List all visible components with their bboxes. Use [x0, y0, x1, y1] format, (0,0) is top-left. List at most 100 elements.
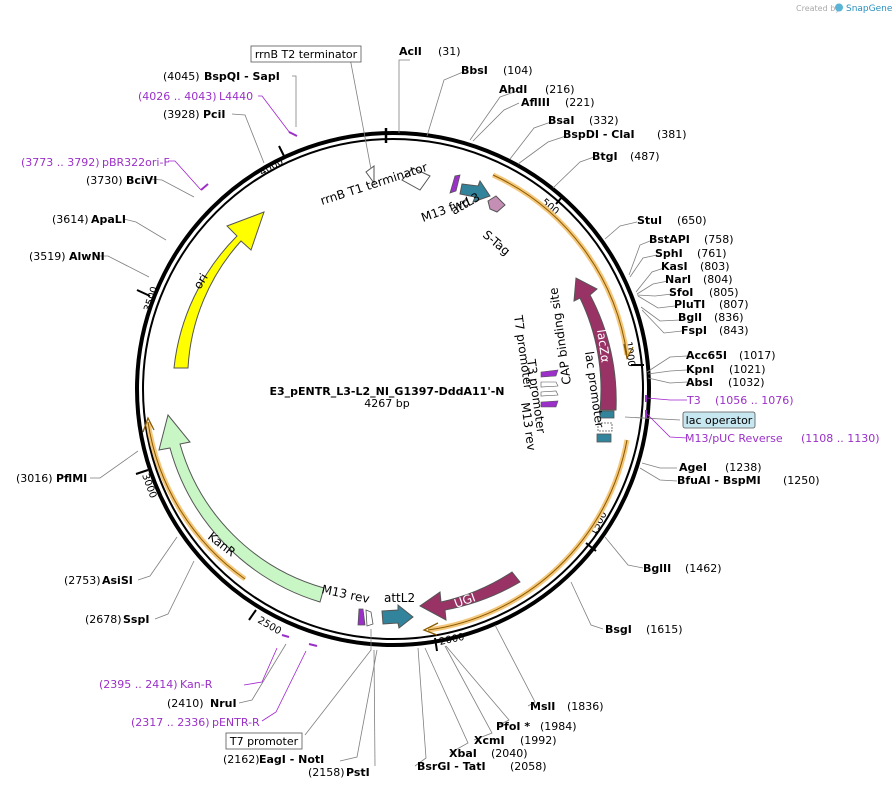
primer-m13puc-name: M13/pUC Reverse: [685, 432, 783, 445]
attl2-label: attL2: [384, 591, 415, 605]
site-sspi-name: SspI: [123, 613, 149, 626]
lac-operator-box[interactable]: [682, 411, 756, 429]
rrnb-t2-box[interactable]: [250, 45, 362, 63]
t7-promoter-box[interactable]: [225, 732, 303, 750]
site-bglii-name: BglII: [643, 562, 671, 575]
site-absi-name: AbsI: [686, 376, 713, 389]
site-kpni-pos: (1021): [729, 363, 766, 376]
site-fspi-name: FspI: [681, 324, 707, 337]
site-nrui-pos: (2410): [167, 697, 204, 710]
rrnb-t1-feature[interactable]: [401, 167, 431, 191]
m13-rev-primer[interactable]: [357, 608, 366, 626]
plasmid-size: 4267 bp: [364, 397, 409, 410]
site-bsai-name: BsaI: [548, 114, 574, 127]
site-fspi-pos: (843): [719, 324, 749, 337]
site-agei-name: AgeI: [679, 461, 707, 474]
site-acc65i-name: Acc65I: [686, 349, 727, 362]
attl2-feature[interactable]: [381, 603, 414, 629]
site-bcivi-name: BciVI: [126, 174, 157, 187]
site-bsrgi-tati-name: BsrGI - TatI: [417, 760, 486, 773]
primer-l4440-name: L4440: [219, 90, 253, 103]
rrnb-t2-label: rrnB T2 terminator: [255, 48, 358, 61]
site-alwni-pos: (3519): [29, 250, 66, 263]
site-nari-pos: (804): [703, 273, 733, 286]
site-bfuai-bspmi-name: BfuAI - BspMI: [677, 474, 761, 487]
site-nari-name: NarI: [665, 273, 691, 286]
rrnb-t2-feature[interactable]: [365, 165, 375, 185]
site-kasi-pos: (803): [700, 260, 730, 273]
lac-promoter-feature[interactable]: [599, 410, 615, 419]
primer-t3-pos: (1056 .. 1076): [715, 394, 794, 407]
site-acc65i-pos: (1017): [739, 349, 776, 362]
site-agei-pos: (1238): [725, 461, 762, 474]
m13-fwd-primer[interactable]: [449, 174, 461, 194]
plasmid-name: E3_pENTR_L3-L2_NI_G1397-DddA11'-N: [270, 385, 505, 398]
tick-label-4000: 4000: [258, 156, 286, 178]
site-btgi-pos: (487): [630, 150, 660, 163]
snapgene-logo-icon: [835, 3, 843, 12]
cap-site-feature[interactable]: [596, 433, 612, 443]
site-asisi-pos: (2753): [64, 574, 101, 587]
site-sspi-pos: (2678): [85, 613, 122, 626]
site-bsai-pos: (332): [589, 114, 619, 127]
site-afliii-name: AflIII: [521, 96, 550, 109]
site-pcii-pos: (3928): [163, 108, 200, 121]
lacza-feature[interactable]: [573, 277, 617, 411]
lacza-label: lacZα: [594, 328, 613, 363]
site-bbsi-pos: (104): [503, 64, 533, 77]
site-bfuai-bspmi-pos: (1250): [783, 474, 820, 487]
site-msli-pos: (1836): [567, 700, 604, 713]
site-pflmi-pos: (3016): [16, 472, 53, 485]
lac-operator-label: lac operator: [686, 414, 753, 427]
site-bglii-pos: (1462): [685, 562, 722, 575]
site-pfoi-pos: (1984): [540, 720, 577, 733]
t7-promoter-inner-feature[interactable]: [540, 369, 559, 378]
site-afliii-pos: (221): [565, 96, 595, 109]
m13-fwd-label: M13 fwd: [419, 194, 472, 225]
m13-rev-inner-primer[interactable]: [540, 400, 559, 408]
site-bsgi-pos: (1615): [646, 623, 683, 636]
site-bstapi-name: BstAPI: [649, 233, 690, 246]
site-absi-pos: (1032): [728, 376, 765, 389]
attl3-feature[interactable]: [459, 179, 491, 203]
ori-feature[interactable]: [173, 211, 265, 369]
primer-l4440-pos: (4026 .. 4043): [138, 90, 217, 103]
site-xbai-name: XbaI: [449, 747, 477, 760]
t3-primer-feature[interactable]: [540, 390, 559, 397]
site-acli-name: AclI: [399, 45, 422, 58]
site-bgli-pos: (836): [714, 311, 744, 324]
site-asisi-name: AsiSI: [102, 574, 133, 587]
site-bcivi-pos: (3730): [86, 174, 123, 187]
site-sphi-pos: (761): [697, 247, 727, 260]
site-psti-pos: (2158): [308, 766, 345, 779]
primer-pentr-r-name: pENTR-R: [212, 716, 260, 729]
site-stui-pos: (650): [677, 214, 707, 227]
t7-promoter-feature[interactable]: [365, 609, 374, 627]
primer-marks: [200, 131, 647, 647]
ugi-label: UGI: [452, 590, 477, 611]
primer-kanr-name: Kan-R: [180, 678, 213, 691]
kanr-feature[interactable]: [158, 413, 325, 603]
lac-operator-feature[interactable]: [597, 422, 613, 432]
primer-t3-name: T3: [686, 394, 701, 407]
site-bspqi-sapi-name: BspQI - SapI: [204, 70, 280, 83]
site-bspdi-clai-pos: (381): [657, 128, 687, 141]
t3-promoter-feature[interactable]: [540, 381, 559, 388]
site-sfoi-pos: (805): [709, 286, 739, 299]
site-xbai-pos: (2040): [491, 747, 528, 760]
ugi-feature[interactable]: [419, 571, 521, 621]
site-bsgi-name: BsgI: [605, 623, 632, 636]
site-pcii-name: PciI: [203, 108, 225, 121]
primer-m13puc-pos: (1108 .. 1130): [801, 432, 880, 445]
primer-pbr322ori-pos: (3773 .. 3792): [21, 156, 100, 169]
s-tag-feature[interactable]: [487, 195, 506, 213]
site-xcmi-pos: (1992): [520, 734, 557, 747]
tick-label-3500: 3500: [142, 285, 160, 313]
m13-rev-label: M13 rev: [320, 582, 370, 606]
site-sfoi-name: SfoI: [669, 286, 693, 299]
backbone-outer: [135, 131, 651, 647]
m13-rev-inner-label: M13 rev: [518, 401, 539, 451]
site-kasi-name: KasI: [661, 260, 688, 273]
site-bspqi-sapi-pos: (4045): [163, 70, 200, 83]
